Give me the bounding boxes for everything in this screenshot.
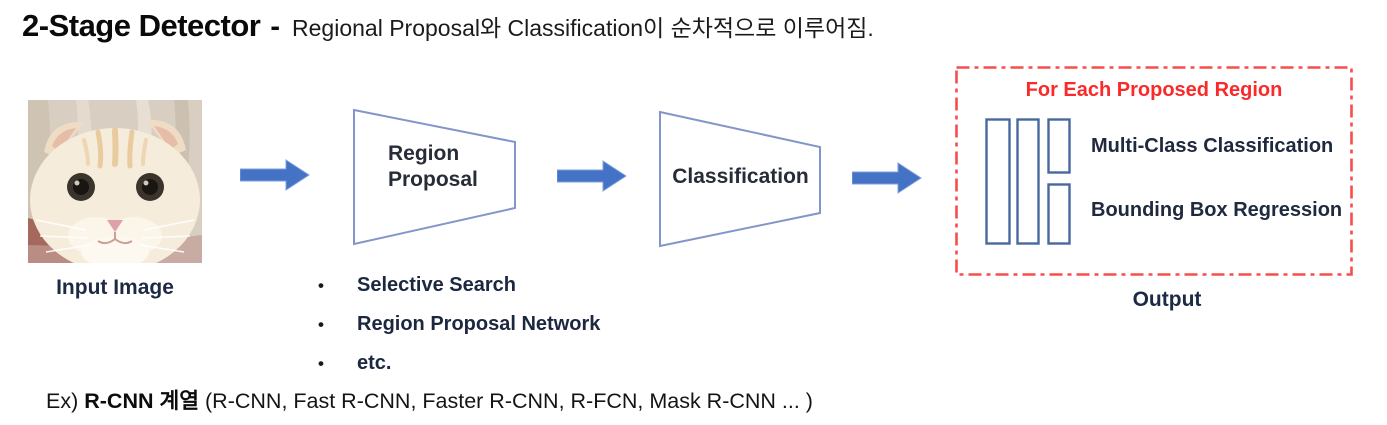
redbox-title: For Each Proposed Region (1025, 79, 1283, 101)
input-image-photo (28, 100, 202, 263)
region-proposal-label: Region Proposal (388, 141, 478, 193)
example-prefix: Ex) (46, 389, 85, 413)
method-label: Region Proposal Network (357, 313, 601, 335)
method-label: Selective Search (357, 274, 516, 296)
for-each-proposed-region-box: For Each Proposed Region Multi-Class Cla… (955, 66, 1353, 276)
region-proposal-line2: Proposal (388, 168, 478, 191)
dashed-border-icon (955, 66, 1353, 276)
trapezoid-icon (353, 108, 516, 246)
page-title: 2-Stage Detector - Regional Proposal와 Cl… (22, 8, 874, 44)
list-item: • Region Proposal Network (318, 305, 600, 344)
arrow-right-icon (557, 160, 627, 192)
region-bars-icon (985, 118, 1071, 245)
bounding-box-regression-label: Bounding Box Regression (1091, 199, 1343, 221)
cat-photo-icon (28, 100, 202, 263)
example-family: R-CNN 계열 (84, 389, 200, 413)
bullet-icon: • (318, 353, 324, 373)
bullet-icon: • (318, 314, 324, 334)
example-rest: (R-CNN, Fast R-CNN, Faster R-CNN, R-FCN,… (199, 389, 813, 413)
region-proposal-line1: Region (388, 142, 460, 165)
bullet-icon: • (318, 275, 324, 295)
output-label: Output (1132, 288, 1202, 311)
example-line: Ex) R-CNN 계열 (R-CNN, Fast R-CNN, Faster … (46, 384, 813, 415)
list-item: • Selective Search (318, 266, 600, 305)
multi-class-classification-label: Multi-Class Classification (1091, 135, 1334, 157)
input-image-label: Input Image (56, 276, 174, 299)
region-proposal-shape (352, 108, 518, 246)
proposal-methods-list: • Selective Search • Region Proposal Net… (318, 266, 600, 383)
arrow-right-icon (240, 159, 310, 191)
list-item: • etc. (318, 344, 600, 383)
classification-shape (658, 110, 823, 248)
arrow-right-icon (852, 162, 922, 194)
classification-label: Classification (672, 165, 809, 188)
method-label: etc. (357, 352, 392, 374)
trapezoid-icon (659, 110, 821, 248)
title-separator: - (270, 11, 281, 43)
title-main: 2-Stage Detector (22, 8, 261, 43)
title-subtitle: Regional Proposal와 Classification이 순차적으로… (292, 15, 874, 41)
